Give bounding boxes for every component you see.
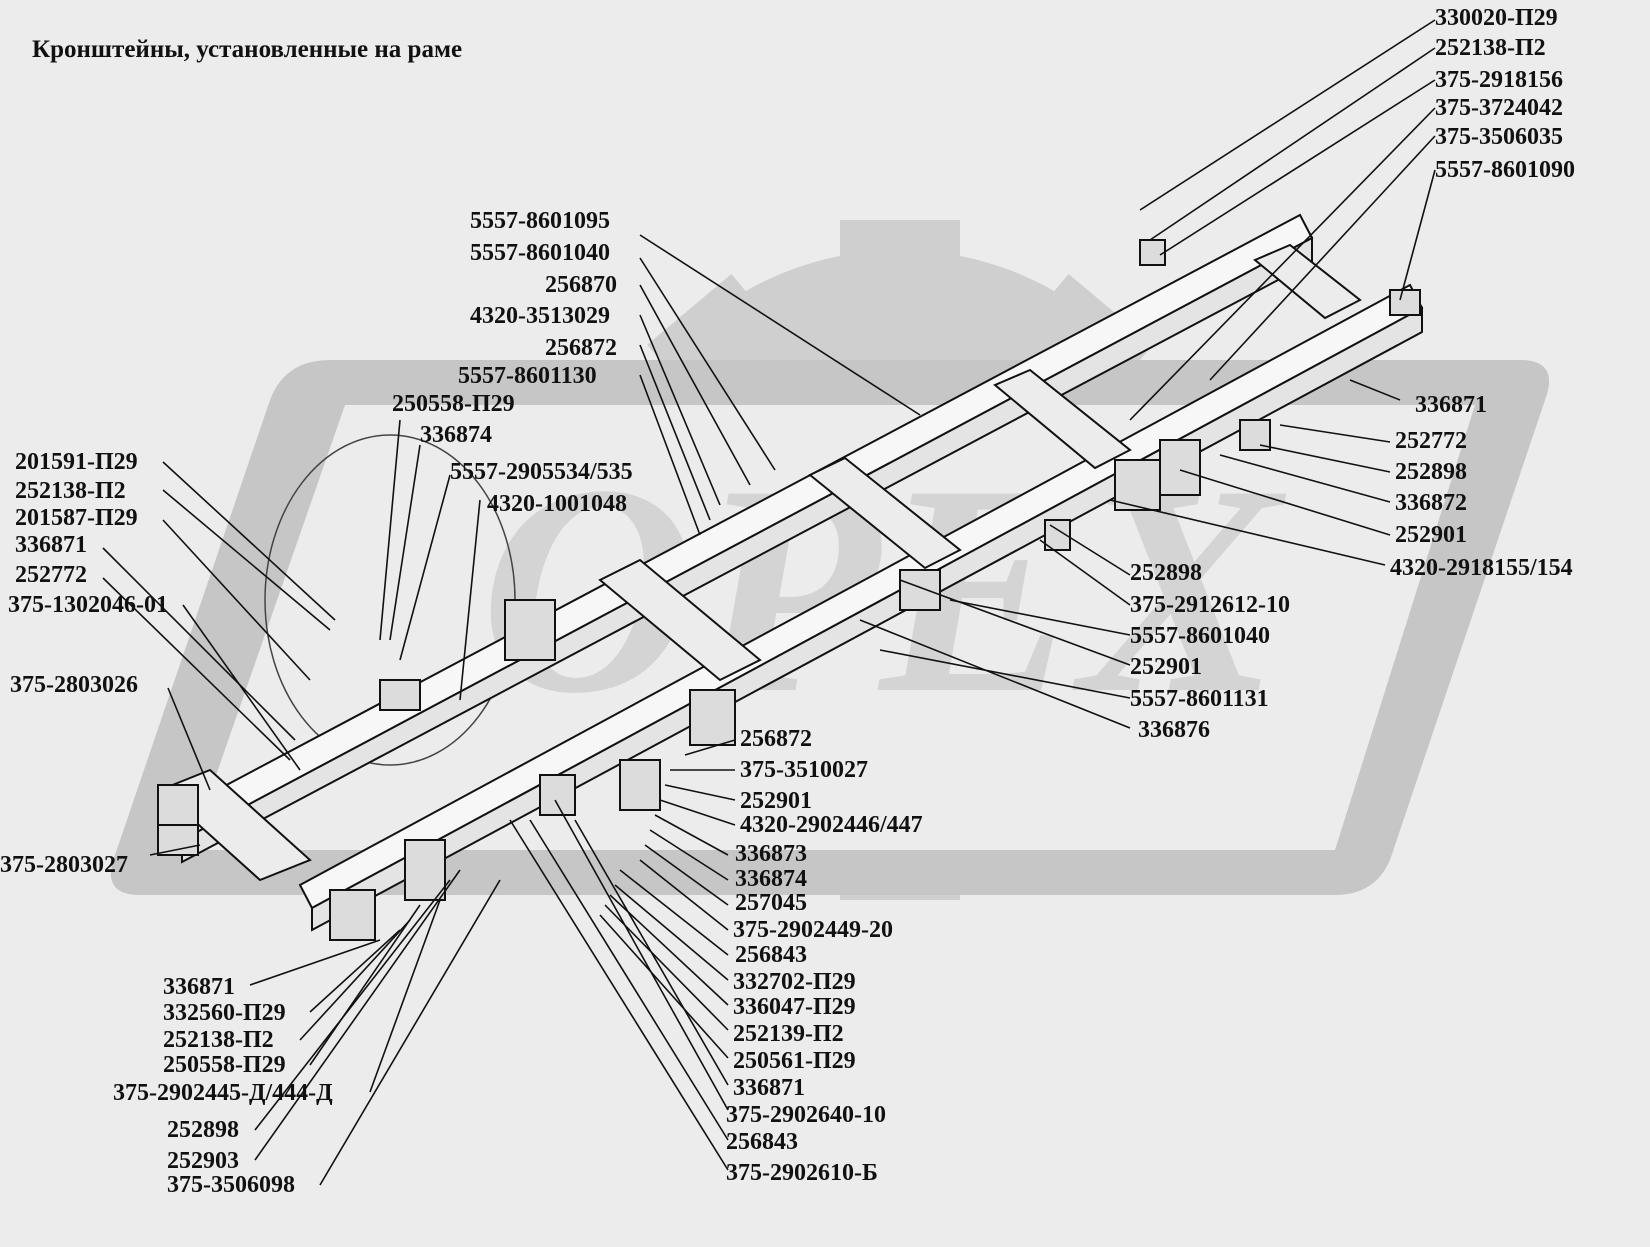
part-label: 375-2902449-20 <box>733 917 893 943</box>
part-label: 332560-П29 <box>163 1000 286 1026</box>
part-label: 375-1302046-01 <box>8 592 168 618</box>
part-label: 252898 <box>167 1117 239 1143</box>
part-label: 336047-П29 <box>733 994 856 1020</box>
part-label: 375-2912612-10 <box>1130 592 1290 618</box>
part-label: 252772 <box>1395 428 1467 454</box>
part-label: 5557-8601090 <box>1435 157 1575 183</box>
part-label: 5557-8601040 <box>1130 623 1270 649</box>
part-label: 256870 <box>545 272 617 298</box>
part-label: 256872 <box>545 335 617 361</box>
part-label: 257045 <box>735 890 807 916</box>
part-label: 336871 <box>15 532 87 558</box>
part-label: 201587-П29 <box>15 505 138 531</box>
cross-members <box>158 243 1362 882</box>
part-label: 252901 <box>1130 654 1202 680</box>
brackets <box>157 239 1421 941</box>
frame-rails <box>168 213 1424 932</box>
part-label: 252901 <box>1395 522 1467 548</box>
part-label: 375-3506098 <box>167 1172 295 1198</box>
part-label: 375-3506035 <box>1435 124 1563 150</box>
part-label: 252898 <box>1395 459 1467 485</box>
part-label: 252139-П2 <box>733 1021 844 1047</box>
part-label: 4320-2902446/447 <box>740 812 923 838</box>
part-label: 375-3724042 <box>1435 95 1563 121</box>
part-label: 5557-2905534/535 <box>450 459 633 485</box>
part-label: 4320-1001048 <box>487 491 627 517</box>
part-label: 256872 <box>740 726 812 752</box>
part-label: 4320-2918155/154 <box>1390 555 1573 581</box>
part-label: 375-3510027 <box>740 757 868 783</box>
part-label: 336874 <box>735 866 807 892</box>
part-label: 252901 <box>740 788 812 814</box>
part-label: 336872 <box>1395 490 1467 516</box>
part-label: 336876 <box>1138 717 1210 743</box>
part-label: 375-2902610-Б <box>726 1160 878 1186</box>
part-label: 252138-П2 <box>163 1027 274 1053</box>
part-label: 336871 <box>733 1075 805 1101</box>
part-label: 336874 <box>420 422 492 448</box>
part-label: 252772 <box>15 562 87 588</box>
part-label: 375-2803026 <box>10 672 138 698</box>
part-label: 332702-П29 <box>733 969 856 995</box>
part-label: 252903 <box>167 1148 239 1174</box>
part-label: 375-2902445-Д/444-Д <box>113 1080 333 1106</box>
part-label: 330020-П29 <box>1435 5 1558 31</box>
page-title: Кронштейны, установленные на раме <box>32 36 463 63</box>
part-label: 252898 <box>1130 560 1202 586</box>
part-label: 201591-П29 <box>15 449 138 475</box>
part-label: 336871 <box>1415 392 1487 418</box>
part-label: 375-2902640-10 <box>726 1102 886 1128</box>
part-label: 4320-3513029 <box>470 303 610 329</box>
part-label: 375-2803027 <box>0 852 128 878</box>
part-label: 252138-П2 <box>1435 35 1546 61</box>
part-label: 250558-П29 <box>392 391 515 417</box>
part-label: 5557-8601040 <box>470 240 610 266</box>
part-label: 375-2918156 <box>1435 67 1563 93</box>
part-label: 336873 <box>735 841 807 867</box>
part-label: 256843 <box>726 1129 798 1155</box>
part-label: 5557-8601131 <box>1130 686 1269 712</box>
part-label: 5557-8601095 <box>470 208 610 234</box>
leader-lines <box>102 19 1436 1186</box>
part-label: 250561-П29 <box>733 1048 856 1074</box>
part-label: 5557-8601130 <box>458 363 597 389</box>
part-label: 250558-П29 <box>163 1052 286 1078</box>
part-label: 336871 <box>163 974 235 1000</box>
part-label: 256843 <box>735 942 807 968</box>
part-label: 252138-П2 <box>15 478 126 504</box>
